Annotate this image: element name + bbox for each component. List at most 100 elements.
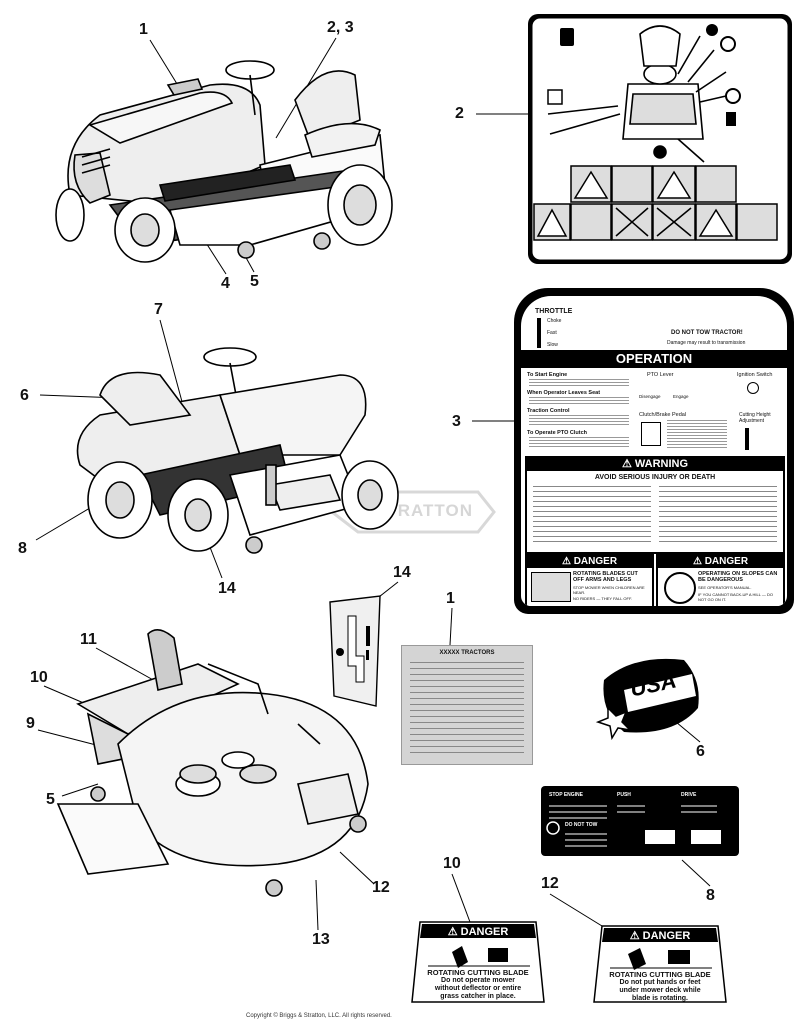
- warning-word: WARNING: [634, 458, 689, 470]
- operation-decal-3: THROTTLE Choke Fast Slow DO NOT TOW TRAC…: [514, 288, 794, 614]
- callout-8-decal: 8: [706, 887, 715, 904]
- do-not-tow: DO NOT TOW TRACTOR!: [671, 330, 743, 336]
- ignition-key-icon: [747, 382, 759, 394]
- callout-5-tractor: 5: [250, 273, 259, 290]
- start-engine-heading: To Start Engine: [527, 372, 568, 378]
- decal8-stop-engine: STOP ENGINE: [549, 792, 583, 798]
- callout-10-deck: 10: [30, 669, 48, 686]
- callout-9: 9: [26, 715, 35, 732]
- decal-8: [541, 786, 739, 856]
- damage-note: Damage may result to transmission: [667, 340, 746, 346]
- when-leaves-heading: When Operator Leaves Seat: [527, 390, 601, 396]
- decal12-line3: under mower deck while: [619, 987, 701, 994]
- slopes-text: OPERATING ON SLOPES CAN BE DANGEROUS: [698, 571, 778, 583]
- callout-11: 11: [80, 631, 97, 648]
- callout-13: 13: [312, 931, 330, 948]
- height-lever-icon: [745, 428, 749, 450]
- cannot-back-text: IF YOU CANNOT BACK-UP A HILL — DO NOT GO…: [698, 592, 773, 602]
- danger-word-2: DANGER: [704, 556, 749, 567]
- callout-14-decal: 14: [393, 564, 411, 581]
- copyright-text: Copyright © Briggs & Stratton, LLC. All …: [246, 1013, 392, 1019]
- throttle-choke: Choke: [547, 318, 562, 324]
- decal8-push: PUSH: [617, 792, 631, 798]
- callout-14-tractor: 14: [218, 580, 236, 597]
- no-slope-icon: [664, 572, 696, 604]
- usa-decal-6: [595, 658, 699, 741]
- decal12-line4: blade is rotating.: [631, 995, 688, 1002]
- clutch-brake-label: Clutch/Brake Pedal: [639, 412, 687, 418]
- plate-spec-lines: [410, 662, 524, 754]
- danger-panel-blades: ⚠ DANGER ROTATING BLADES CUT OFF ARMS AN…: [525, 554, 654, 606]
- pto-clutch-text: [529, 437, 629, 449]
- decal10-danger-word: DANGER: [460, 926, 509, 938]
- throttle-slow: Slow: [547, 342, 558, 348]
- see-manual-text: SEE OPERATOR'S MANUAL.: [698, 585, 752, 590]
- watermark-text: STRATTON: [374, 501, 473, 520]
- tractor-illustration-middle: [76, 347, 399, 554]
- warning-list-left: [533, 486, 651, 546]
- decal10-danger: ⚠ DANGER: [447, 926, 509, 938]
- decal10-line1: ROTATING CUTTING BLADE: [427, 968, 529, 977]
- callout-1-plate: 1: [446, 590, 455, 607]
- callout-2: 2: [455, 105, 464, 122]
- warning-header: ⚠ WARNING: [527, 458, 783, 471]
- danger-decal-12: ⚠ DANGER ROTATING CUTTING BLADE Do not p…: [593, 925, 727, 1006]
- lever-decal-14: [329, 595, 381, 707]
- callout-7: 7: [154, 301, 163, 318]
- decal10-line4: grass catcher in place.: [440, 993, 516, 1000]
- throttle-label: THROTTLE: [535, 308, 573, 315]
- danger-header-1: ⚠ DANGER: [527, 556, 652, 568]
- danger-header-2: ⚠ DANGER: [658, 556, 783, 568]
- rider-hazard-icon: [531, 572, 571, 602]
- callout-12-decal: 12: [541, 875, 559, 892]
- decal12-line1: ROTATING CUTTING BLADE: [609, 970, 711, 979]
- pto-disengage: Disengage: [639, 394, 661, 399]
- callout-1-tractor: 1: [139, 21, 148, 38]
- rotating-blades-text: ROTATING BLADES CUT OFF ARMS AND LEGS: [573, 571, 638, 583]
- pto-lever-label: PTO Lever: [647, 372, 674, 378]
- clutch-brake-text: [667, 420, 727, 448]
- operation-decal-body: THROTTLE Choke Fast Slow DO NOT TOW TRAC…: [521, 296, 787, 606]
- model-plate-1: XXXXX TRACTORS: [401, 645, 533, 765]
- ignition-switch-label: Ignition Switch: [737, 372, 773, 378]
- decal10-line2: Do not operate mower: [441, 977, 515, 984]
- callout-6-tractor: 6: [20, 387, 29, 404]
- decal8-drive: DRIVE: [681, 792, 697, 798]
- decal12-danger-word: DANGER: [642, 930, 691, 942]
- pto-clutch-heading: To Operate PTO Clutch: [527, 430, 587, 436]
- callout-5-deck: 5: [46, 791, 55, 808]
- dash-decal-2: [528, 14, 792, 264]
- operation-header: OPERATION: [521, 350, 787, 368]
- mower-deck-illustration: [56, 629, 369, 897]
- avoid-injury: AVOID SERIOUS INJURY OR DEATH: [594, 474, 716, 481]
- cutting-height-label: Cutting Height Adjustment: [739, 412, 771, 424]
- traction-heading: Traction Control: [527, 408, 570, 414]
- callout-10-decal: 10: [443, 855, 461, 872]
- callout-3: 3: [452, 413, 461, 430]
- traction-text: [529, 415, 629, 427]
- tractor-illustration-top: [55, 60, 393, 263]
- callout-4: 4: [221, 275, 230, 292]
- pto-engage: Engage: [673, 394, 689, 399]
- callout-6-decal: 6: [696, 743, 705, 760]
- decal8-do-not-tow: DO NOT TOW: [565, 822, 598, 828]
- danger-decal-10: ⚠ DANGER ROTATING CUTTING BLADE Do not o…: [411, 921, 545, 1003]
- throttle-fast: Fast: [547, 330, 557, 336]
- decal10-line3: without deflector or entire: [434, 985, 522, 992]
- decal12-line2: Do not put hands or feet: [619, 979, 701, 986]
- when-leaves-text: [529, 397, 629, 405]
- danger-panel-slopes: ⚠ DANGER OPERATING ON SLOPES CAN BE DANG…: [656, 554, 785, 606]
- pedal-icon: [641, 422, 661, 446]
- callout-2-3-tractor: 2, 3: [327, 19, 354, 36]
- plate-title: XXXXX TRACTORS: [439, 650, 495, 656]
- callout-12-deck: 12: [372, 879, 390, 896]
- warning-panel: ⚠ WARNING AVOID SERIOUS INJURY OR DEATH: [525, 456, 785, 554]
- throttle-slot-icon: [537, 318, 541, 348]
- no-riders-text: NO RIDERS — THEY FALL OFF.: [573, 596, 633, 601]
- warning-list-right: [659, 486, 777, 546]
- danger-word-1: DANGER: [573, 556, 618, 567]
- stop-mower-text: STOP MOWER WHEN CHILDREN ARE NEAR.: [573, 585, 645, 595]
- decal12-danger: ⚠ DANGER: [629, 930, 691, 942]
- callout-8-tractor: 8: [18, 540, 27, 557]
- start-engine-text: [529, 379, 629, 387]
